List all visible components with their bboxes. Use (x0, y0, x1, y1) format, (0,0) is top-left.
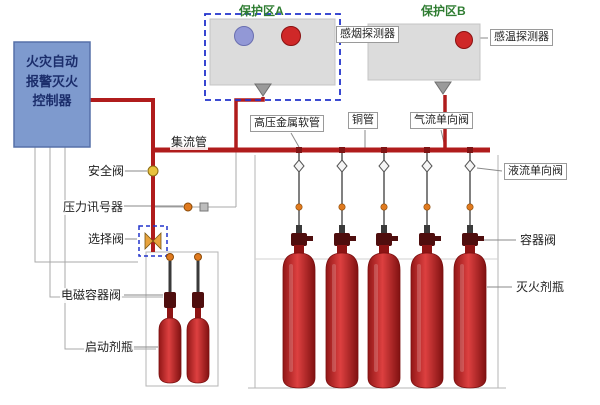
starter-bottle-2 (186, 253, 210, 384)
nozzle-icon-a (254, 83, 272, 97)
solenoid-valve-icon-2 (192, 292, 204, 308)
container-valve-icon-2 (334, 233, 350, 246)
agent-bottle-1 (282, 225, 316, 389)
agent-bottle-4 (410, 225, 444, 389)
agent-bottle-3 (367, 225, 401, 389)
heat-detector-icon (281, 26, 301, 46)
wire-to-solenoid (49, 147, 163, 298)
agent-bottle-5 (453, 225, 487, 389)
safety-valve-label: 安全阀 (87, 164, 126, 179)
controller-box (13, 41, 91, 148)
copper-pipe-label: 铜管 (348, 112, 378, 129)
selector-valve-label: 选择阀 (87, 232, 126, 247)
zone-b-label: 保护区B (421, 4, 466, 18)
container-valve-icon-5 (462, 233, 478, 246)
container-valve-label: 容器阀 (519, 233, 558, 248)
selector-valve-dashed-box (138, 225, 168, 257)
agent-bottle-2 (325, 225, 359, 389)
wire-to-selector (34, 147, 138, 263)
gas-check-valve-label: 气流单向阀 (410, 112, 473, 129)
pilot-line (153, 150, 237, 208)
selector-valve-icon (138, 225, 168, 257)
agent-bottle-label: 灭火剂瓶 (515, 280, 566, 295)
solenoid-valve-icon-1 (164, 292, 176, 308)
smoke-detector-label: 感烟探测器 (336, 26, 399, 43)
starter-bottle-1 (158, 253, 182, 384)
control-wires (34, 147, 237, 350)
agent-bottles (282, 225, 487, 389)
heat-detector-icon-b (455, 31, 473, 49)
liquid-check-valve-icons (293, 159, 476, 173)
gas-check-valve-icons (295, 203, 474, 211)
agent-rack-frame (248, 155, 506, 389)
starter-bottle-label: 启动剂瓶 (84, 340, 135, 355)
pressure-signal-icon (183, 202, 209, 212)
container-valve-icon-1 (291, 233, 307, 246)
starter-rack-frame (145, 251, 219, 387)
controller-label: 火灾自动 报警灭火 控制器 (25, 54, 78, 108)
hose-fittings (293, 147, 476, 211)
nozzle-icon-b (434, 81, 452, 95)
high-pressure-hose-label: 高压金属软管 (250, 115, 324, 132)
heat-detector-label: 感温探测器 (490, 29, 553, 46)
container-valve-icon-3 (376, 233, 392, 246)
starter-bottles (158, 253, 210, 384)
solenoid-container-valve-label: 电磁容器阀 (60, 288, 123, 303)
manifold-label: 集流管 (170, 135, 209, 150)
smoke-detector-icon (234, 26, 254, 46)
zone-a-panel (204, 13, 341, 101)
zone-a-label: 保护区A (239, 4, 284, 18)
container-valve-icon-4 (419, 233, 435, 246)
safety-valve-icon (147, 165, 159, 177)
liquid-check-valve-label: 液流单向阀 (504, 163, 567, 180)
pressure-signal-label: 压力讯号器 (62, 200, 125, 215)
